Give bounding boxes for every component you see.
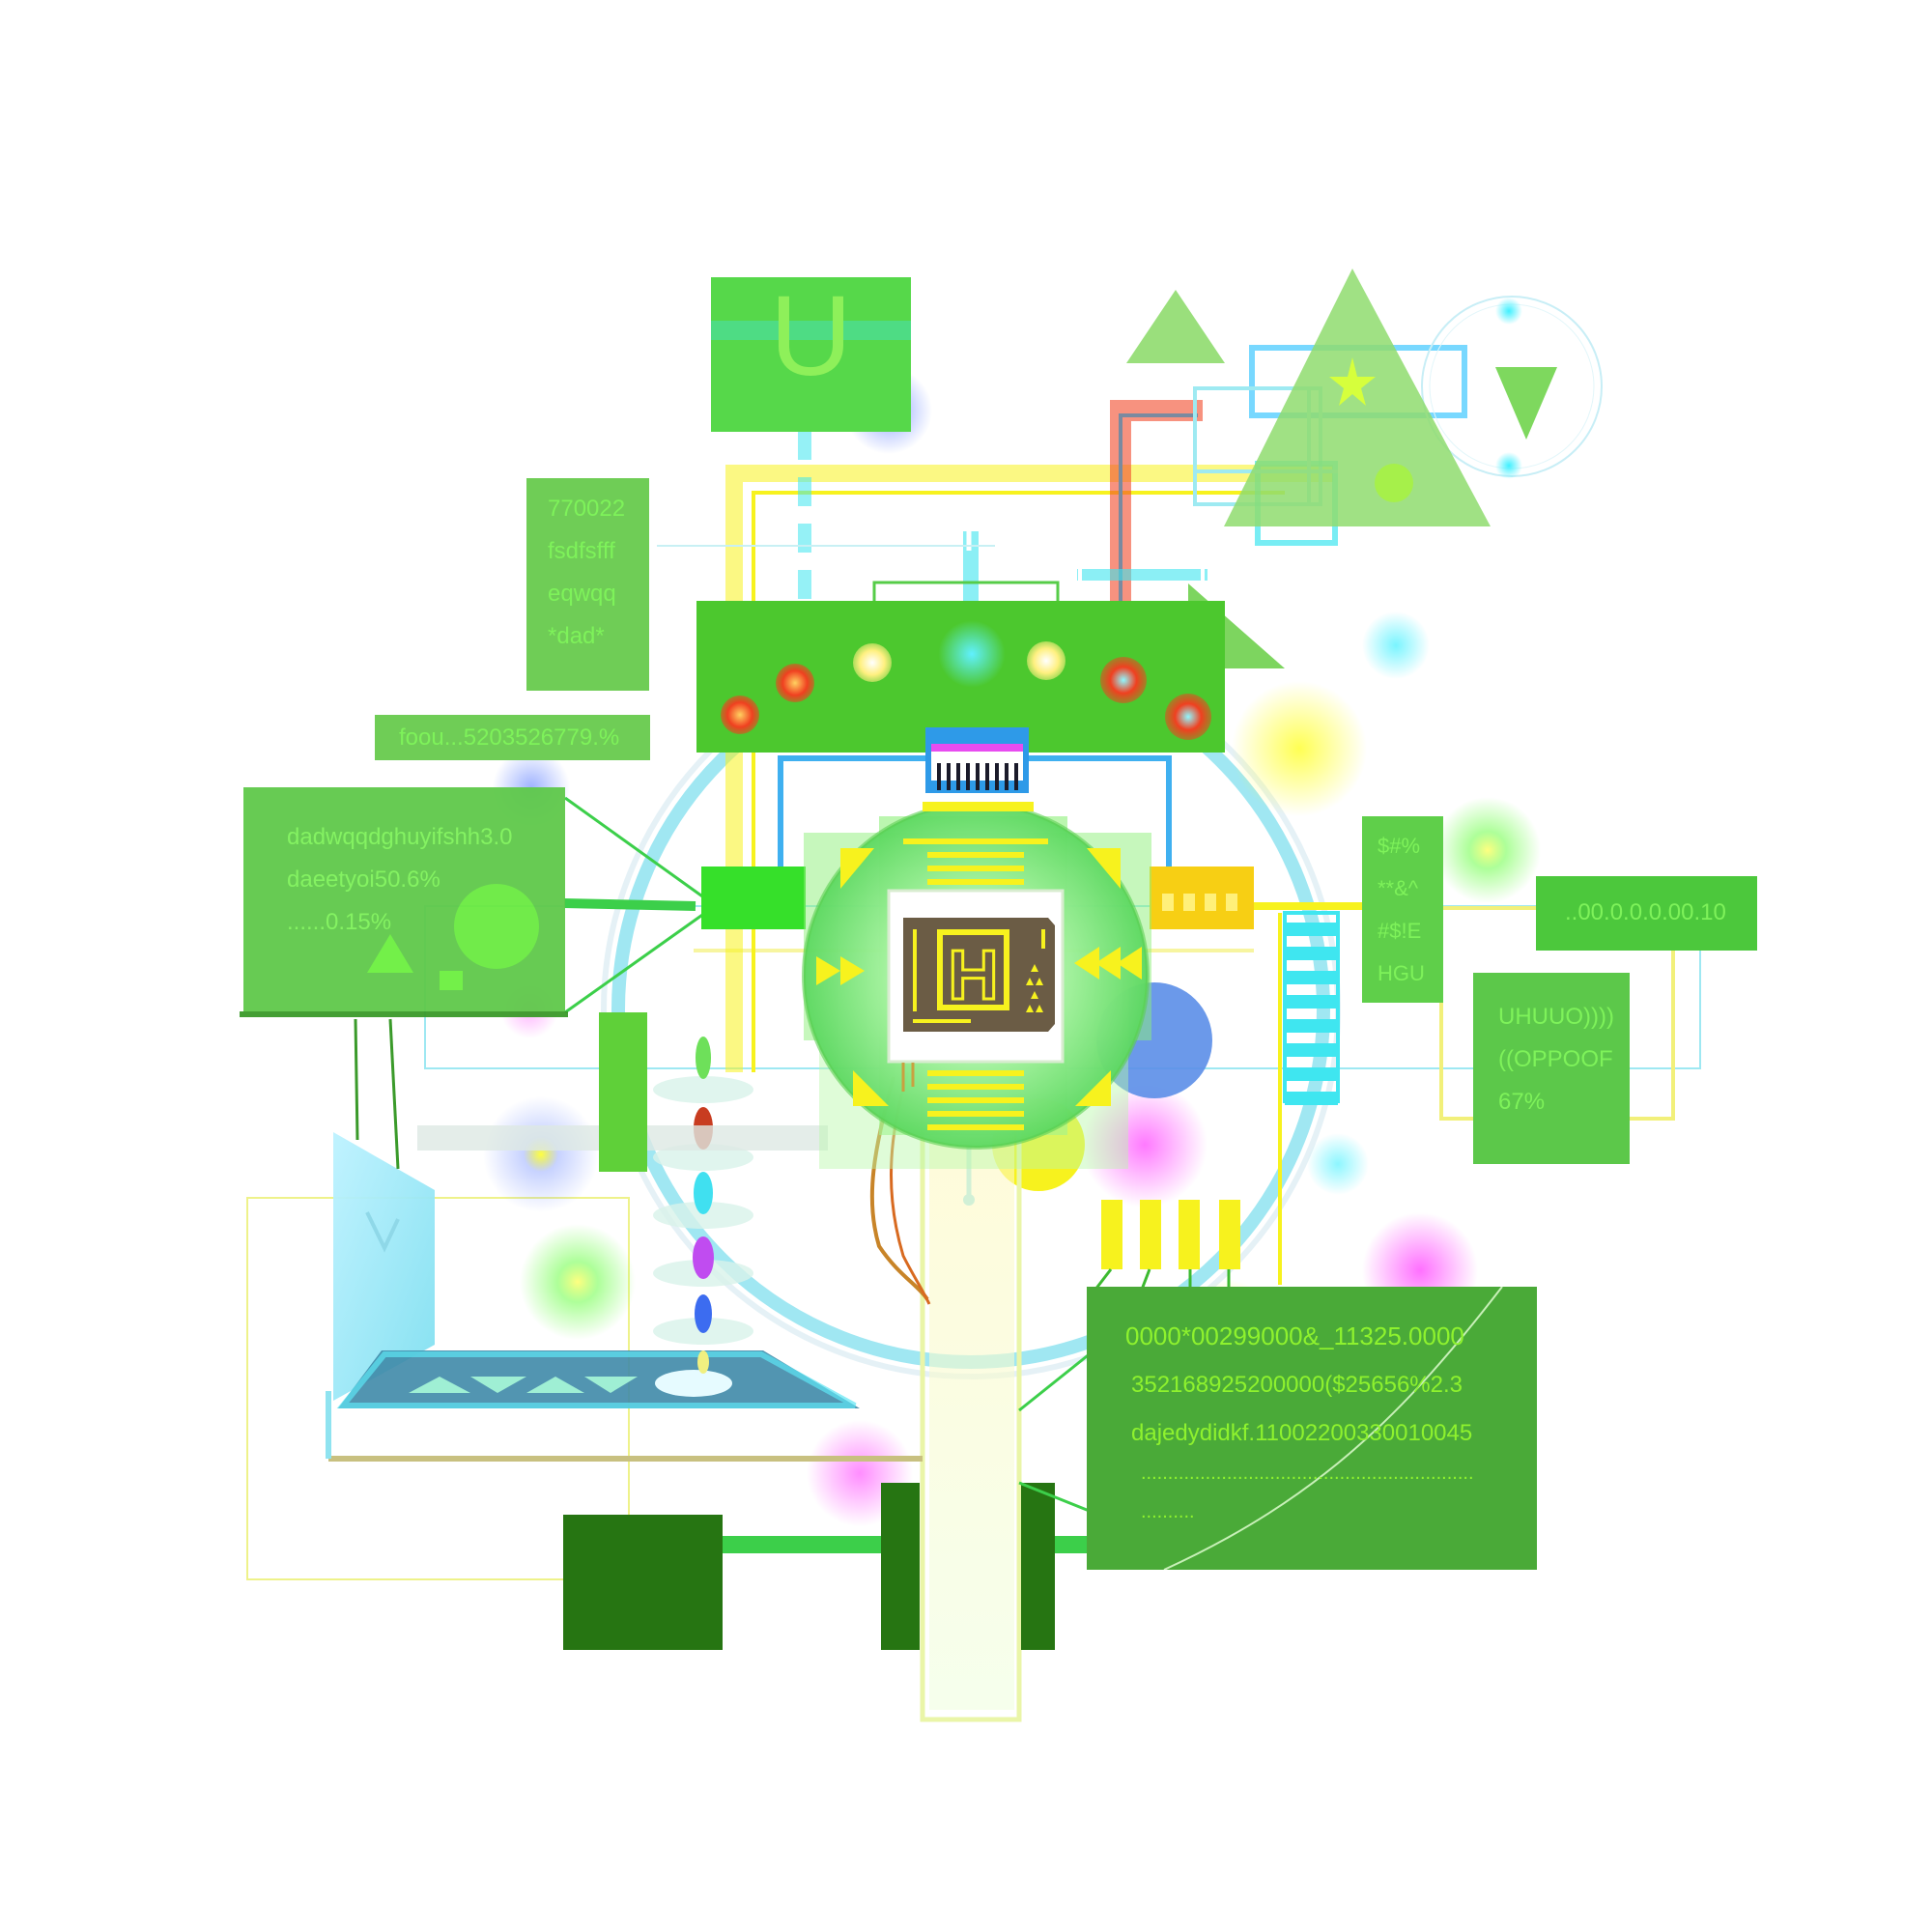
symbol-line: **&^ — [1378, 876, 1419, 900]
codes-line: *dad* — [548, 623, 605, 649]
symbol-line: $#% — [1378, 834, 1421, 858]
codes-line: fsdfsfff — [548, 538, 615, 564]
star-icon — [1329, 357, 1376, 406]
left-data-panel: dadwqqdghuyifshh3.0 daeetyoi50.6% ......… — [240, 787, 568, 1017]
indicator-light — [721, 696, 759, 734]
codes-line: 770022 — [548, 496, 626, 522]
left-data-line: ......0.15% — [287, 909, 392, 935]
readout-line: ........................................… — [1141, 1463, 1474, 1484]
triangle-up-small — [1126, 290, 1225, 363]
ip-panel: ..00.0.0.0.00.10 — [1536, 876, 1757, 951]
glow-yellow — [1232, 681, 1367, 816]
badge-letter: U — [769, 272, 853, 400]
readout-line: 352168925200000($25656%2.3 — [1131, 1372, 1463, 1398]
indicator-light — [853, 643, 892, 682]
control-bar — [696, 601, 1225, 753]
laptop-illustration — [326, 1132, 860, 1459]
status-line: UHUUO)))) — [1498, 1004, 1614, 1030]
indicator-light — [1027, 641, 1065, 680]
codes-line: eqwqq — [548, 581, 616, 607]
status-panel: UHUUO)))) ((OPPOOF 67% — [1473, 973, 1630, 1164]
symbol-line: HGU — [1378, 961, 1425, 985]
left-data-line: daeetyoi50.6% — [287, 867, 440, 893]
glow-magenta — [1082, 1082, 1208, 1208]
triangle-down — [1495, 367, 1557, 440]
ladder-connector — [1283, 911, 1340, 1105]
left-data-line: dadwqqdghuyifshh3.0 — [287, 824, 513, 850]
indicator-light — [1165, 694, 1211, 740]
chip-letter: H — [937, 929, 1009, 1016]
readout-line: dajedydidkf.11002200330010045 — [1131, 1420, 1473, 1446]
status-line: 67% — [1498, 1089, 1546, 1115]
percent-strip: foou...5203526779.% — [375, 715, 650, 760]
energy-stack — [653, 1037, 753, 1374]
symbol-panel: $#% **&^ #$!E HGU — [1362, 816, 1443, 1003]
codes-panel: 770022 fsdfsfff eqwqq *dad* — [526, 478, 649, 691]
percent-strip-text: foou...5203526779.% — [399, 724, 620, 751]
triangle-icon — [367, 934, 413, 973]
green-orb — [454, 884, 539, 969]
dark-block-left — [563, 1515, 723, 1650]
readout-line: 0000*00299000&_11325.0000 — [1125, 1321, 1464, 1350]
readout-line: .......... — [1141, 1501, 1195, 1522]
top-letter-badge: U — [711, 273, 911, 432]
ip-text: ..00.0.0.0.00.10 — [1565, 899, 1726, 925]
indicator-light — [776, 664, 814, 702]
indicator-light — [1100, 657, 1147, 703]
data-readout-panel: 0000*00299000&_11325.0000 35216892520000… — [1087, 1287, 1537, 1570]
status-line: ((OPPOOF — [1498, 1046, 1613, 1072]
symbol-line: #$!E — [1378, 919, 1422, 943]
